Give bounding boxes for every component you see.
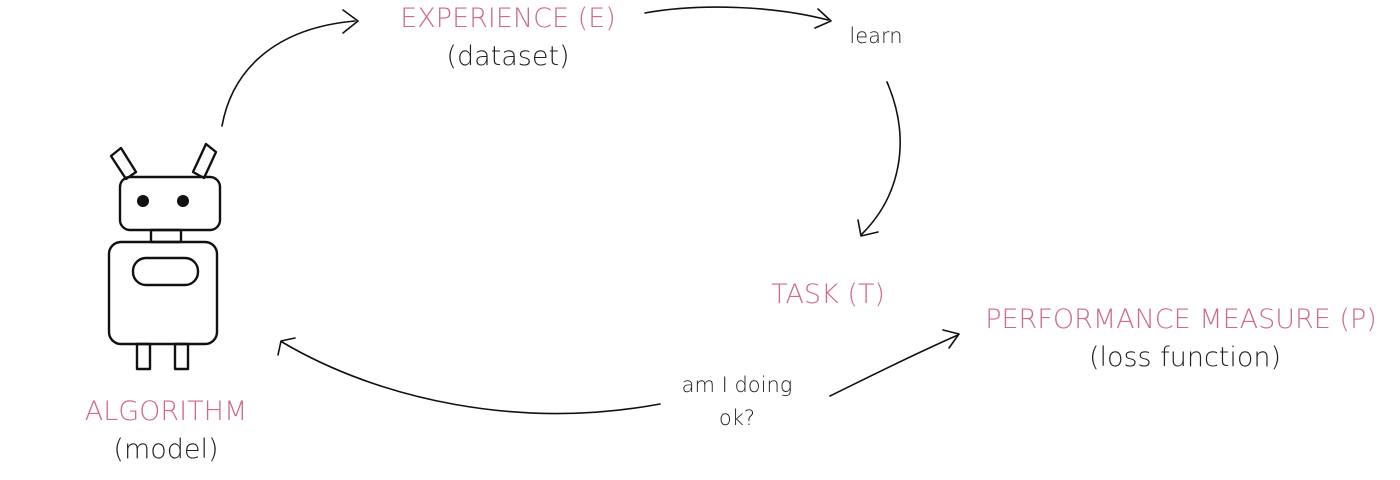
- task-title: TASK (T): [771, 279, 885, 310]
- arrow-feedback-to-algorithm: [281, 341, 661, 415]
- arrow-algorithm-to-experience: [221, 20, 356, 127]
- arrow-feedback-to-performance: [829, 334, 959, 397]
- performance-title: PERFORMANCE MEASURE (P): [985, 304, 1377, 335]
- feedback-label-line2: ok?: [718, 406, 756, 430]
- arrowhead-algorithm: [277, 337, 296, 356]
- algorithm-subtitle: (model): [113, 434, 219, 465]
- robot-icon: [107, 142, 222, 371]
- experience-title: EXPERIENCE (E): [400, 3, 616, 34]
- arrow-learn-to-task: [861, 81, 901, 235]
- experience-subtitle: (dataset): [446, 41, 570, 72]
- arrowhead-experience: [342, 9, 359, 34]
- arrowhead-performance: [942, 329, 960, 349]
- feedback-label-line1: am I doing: [681, 373, 793, 397]
- arrowhead-task: [857, 219, 879, 237]
- algorithm-title: ALGORITHM: [84, 396, 248, 427]
- learn-label: learn: [849, 24, 903, 48]
- arrow-experience-to-learn: [644, 6, 829, 21]
- performance-subtitle: (loss function): [1088, 342, 1282, 373]
- arrowhead-learn: [814, 8, 832, 29]
